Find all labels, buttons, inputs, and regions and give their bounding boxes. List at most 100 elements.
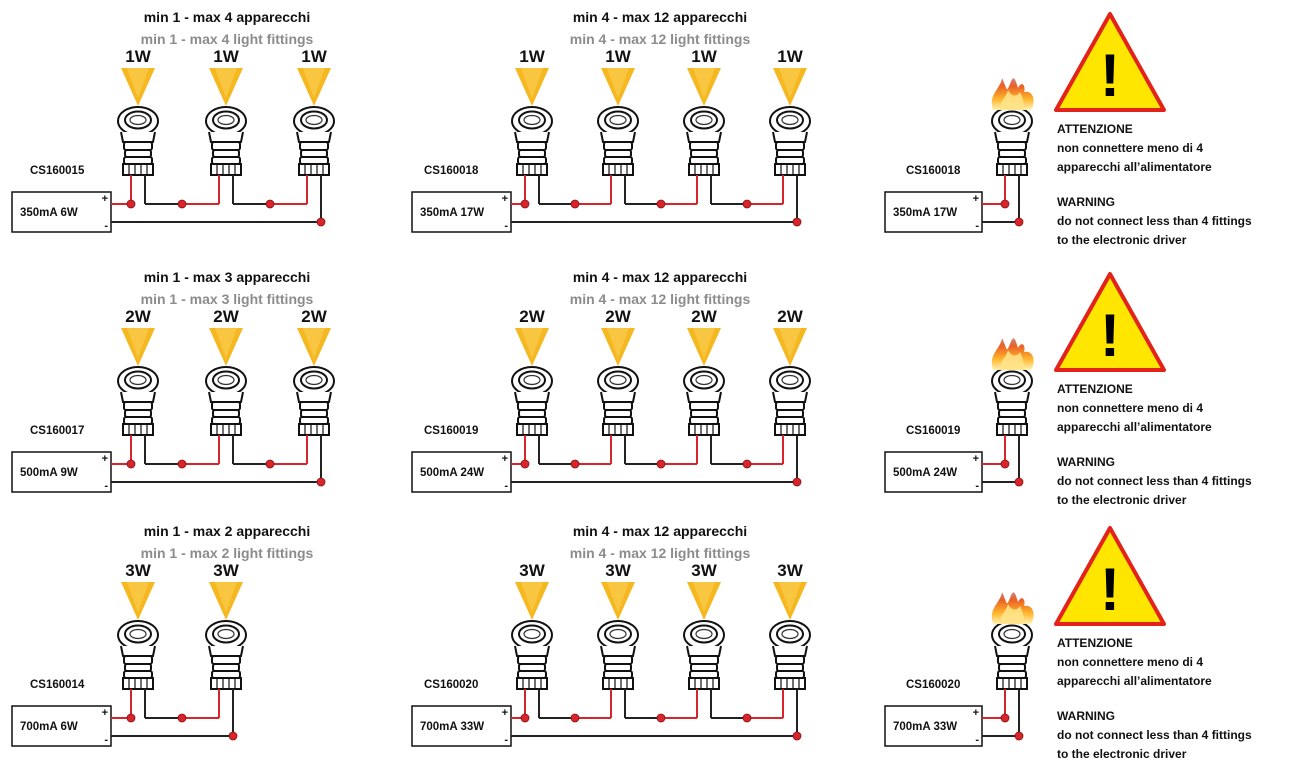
wattage-label: 2W bbox=[213, 307, 239, 326]
fixture-rib bbox=[212, 663, 240, 672]
polarity-plus: + bbox=[502, 193, 508, 205]
polarity-plus: + bbox=[973, 453, 979, 465]
fixture-collar bbox=[120, 391, 156, 403]
downlight-fixture-icon bbox=[117, 366, 159, 436]
light-beam-icon bbox=[601, 328, 635, 366]
fixture-rib bbox=[518, 409, 546, 418]
fixture-base bbox=[996, 163, 1028, 176]
title-it: min 4 - max 12 apparecchi bbox=[573, 269, 747, 285]
downlight-fixture-icon bbox=[205, 620, 247, 690]
flame-icon bbox=[991, 592, 1034, 624]
title-en: min 1 - max 3 light fittings bbox=[141, 291, 314, 307]
fixture-lens bbox=[609, 374, 627, 386]
downlight-fixture-icon bbox=[597, 620, 639, 690]
fixture-rib bbox=[690, 149, 718, 158]
product-code: CS160019 bbox=[906, 425, 960, 437]
fixture-collar bbox=[120, 645, 156, 657]
fixture-rib bbox=[603, 670, 633, 679]
fixture-collar bbox=[296, 131, 332, 143]
title-en: min 4 - max 12 light fittings bbox=[570, 545, 751, 561]
warning-en-line: to the electronic driver bbox=[1057, 233, 1187, 247]
fixture-rib bbox=[689, 670, 719, 679]
junction-dot bbox=[570, 459, 580, 469]
junction-dot bbox=[316, 217, 326, 227]
fixture-base bbox=[688, 423, 720, 436]
fixture-rib bbox=[690, 663, 718, 672]
junction-dot bbox=[228, 731, 238, 741]
warning-attention: ATTENZIONE bbox=[1057, 382, 1133, 396]
junction-dot bbox=[316, 477, 326, 487]
fixture-rib bbox=[776, 663, 804, 672]
light-beam-icon bbox=[515, 582, 549, 620]
downlight-fixture-icon bbox=[769, 366, 811, 436]
beam-core bbox=[779, 328, 801, 358]
junction-dot bbox=[656, 713, 666, 723]
fixture-base bbox=[688, 163, 720, 176]
flame-core bbox=[1000, 90, 1024, 110]
junction-dot bbox=[1000, 713, 1010, 723]
fixture-lens bbox=[217, 114, 235, 126]
warning-en-line: do not connect less than 4 fittings bbox=[1057, 474, 1252, 488]
fixture-base bbox=[298, 163, 330, 176]
light-beam-icon bbox=[121, 328, 155, 366]
junction-dot bbox=[126, 199, 136, 209]
junction-dot bbox=[742, 713, 752, 723]
fixture-base bbox=[602, 677, 634, 690]
wattage-label: 1W bbox=[301, 47, 327, 66]
polarity-minus: - bbox=[975, 734, 979, 746]
fixture-rib bbox=[212, 149, 240, 158]
downlight-fixture-icon bbox=[769, 620, 811, 690]
junction-dot bbox=[177, 199, 187, 209]
beam-core bbox=[779, 68, 801, 98]
light-beam-icon bbox=[297, 328, 331, 366]
fixture-rib bbox=[604, 663, 632, 672]
downlight-fixture-icon bbox=[511, 106, 553, 176]
beam-core bbox=[127, 328, 149, 358]
warning-attention: ATTENZIONE bbox=[1057, 636, 1133, 650]
fixture-rib bbox=[604, 149, 632, 158]
driver-box bbox=[411, 451, 512, 493]
polarity-plus: + bbox=[973, 707, 979, 719]
warning-triangle-icon: ! bbox=[1054, 12, 1166, 112]
downlight-fixture-icon bbox=[683, 106, 725, 176]
fixture-lens bbox=[695, 374, 713, 386]
fixture-rib bbox=[517, 401, 547, 411]
warning-en-line: to the electronic driver bbox=[1057, 493, 1187, 507]
title-it: min 4 - max 12 apparecchi bbox=[573, 523, 747, 539]
fixture-base bbox=[516, 163, 548, 176]
fixture-lens bbox=[129, 114, 147, 126]
wattage-label: 1W bbox=[605, 47, 631, 66]
fixture-lens bbox=[217, 628, 235, 640]
fixture-collar bbox=[208, 391, 244, 403]
wattage-label: 3W bbox=[691, 561, 717, 580]
light-beam-icon bbox=[515, 68, 549, 106]
fixture-rib bbox=[603, 401, 633, 411]
driver-rating: 500mA 9W bbox=[20, 467, 78, 479]
wattage-label: 3W bbox=[519, 561, 545, 580]
downlight-fixture-icon bbox=[597, 366, 639, 436]
beam-core bbox=[215, 328, 237, 358]
wattage-label: 2W bbox=[777, 307, 803, 326]
title-en: min 4 - max 12 light fittings bbox=[570, 31, 751, 47]
fixture-lens bbox=[129, 628, 147, 640]
fixture-rib bbox=[998, 663, 1026, 672]
polarity-plus: + bbox=[502, 453, 508, 465]
flame-core bbox=[1000, 350, 1024, 370]
fixture-lens bbox=[695, 628, 713, 640]
fixture-rib bbox=[211, 655, 241, 665]
driver-rating: 350mA 6W bbox=[20, 207, 78, 219]
fixture-base bbox=[210, 163, 242, 176]
fixture-lens bbox=[1003, 114, 1021, 126]
driver-box bbox=[884, 705, 983, 747]
title-en: min 4 - max 12 light fittings bbox=[570, 291, 751, 307]
beam-core bbox=[303, 328, 325, 358]
light-beam-icon bbox=[773, 328, 807, 366]
fixture-rib bbox=[689, 416, 719, 425]
diagram-panel-middle: min 4 - max 12 apparecchi min 4 - max 12 … bbox=[411, 523, 811, 747]
wattage-label: 2W bbox=[519, 307, 545, 326]
fixture-rib bbox=[300, 409, 328, 418]
